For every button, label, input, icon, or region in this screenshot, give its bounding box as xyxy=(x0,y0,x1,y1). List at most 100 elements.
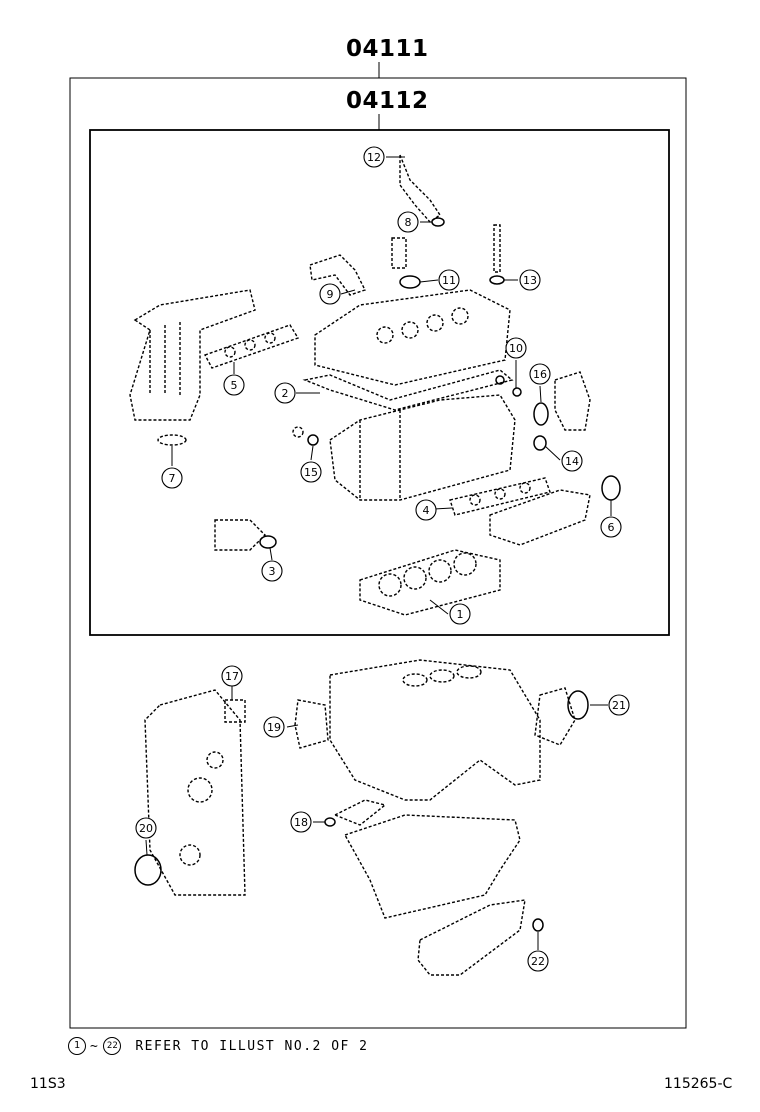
exhaust-ring xyxy=(601,475,621,501)
callout-circle xyxy=(505,337,527,359)
callout-number: 9 xyxy=(327,288,334,301)
oil-strainer xyxy=(333,799,387,826)
callout-18: 18 xyxy=(290,811,312,833)
oil-pan-lower xyxy=(417,899,526,976)
callout-19: 19 xyxy=(263,716,285,738)
callout-circle xyxy=(363,146,385,168)
callout-3: 3 xyxy=(261,560,283,582)
oil-pan-upper xyxy=(343,814,521,919)
outer-kit-frame xyxy=(69,77,687,1029)
callout-number: 5 xyxy=(231,379,238,392)
exhaust-manifold xyxy=(489,489,591,546)
refer-note-line: 1 ~ 22 REFER TO ILLUST NO.2 OF 2 xyxy=(68,1037,369,1055)
callout-5: 5 xyxy=(223,374,245,396)
callout-circle xyxy=(608,694,630,716)
callout-17: 17 xyxy=(221,665,243,687)
intake-gasket xyxy=(203,324,300,369)
callout-number: 18 xyxy=(294,816,308,829)
callout-circle xyxy=(519,269,541,291)
callout-circle xyxy=(527,950,549,972)
inner-kit-code: 04112 xyxy=(346,88,429,114)
callout-11: 11 xyxy=(438,269,460,291)
callout-16: 16 xyxy=(529,363,551,385)
callout-number: 2 xyxy=(282,387,289,400)
callout-circle xyxy=(397,211,419,233)
water-pump-gasket xyxy=(294,699,329,749)
head-bolt xyxy=(493,224,501,273)
rear-oil-seal xyxy=(567,690,589,720)
callout-circle xyxy=(438,269,460,291)
cover-nut-b xyxy=(512,387,522,397)
callout-13: 13 xyxy=(519,269,541,291)
callout-9: 9 xyxy=(319,283,341,305)
callout-number: 21 xyxy=(612,699,626,712)
pcv-gasket xyxy=(431,217,445,227)
callout-2: 2 xyxy=(274,382,296,404)
water-inlet-housing xyxy=(554,371,591,431)
callout-circle xyxy=(263,716,285,738)
callout-1: 1 xyxy=(449,603,471,625)
refer-range-start: 1 xyxy=(68,1037,86,1055)
callout-15: 15 xyxy=(300,461,322,483)
timing-chain-cover xyxy=(144,689,246,896)
callout-circle xyxy=(449,603,471,625)
callout-circle xyxy=(600,516,622,538)
callout-4: 4 xyxy=(415,499,437,521)
callout-number: 3 xyxy=(269,565,276,578)
crankshaft-front-seal xyxy=(134,854,162,886)
cylinder-head xyxy=(329,394,516,501)
callout-circle xyxy=(561,450,583,472)
head-bolt-washer xyxy=(489,275,505,285)
callout-8: 8 xyxy=(397,211,419,233)
o-ring xyxy=(533,435,547,451)
callout-circle xyxy=(161,467,183,489)
cover-nut-a xyxy=(495,375,505,385)
callout-number: 19 xyxy=(267,721,281,734)
refer-range-end: 22 xyxy=(103,1037,122,1055)
callout-circle xyxy=(135,817,157,839)
callout-6: 6 xyxy=(600,516,622,538)
callout-number: 8 xyxy=(405,216,412,229)
drain-plug-gasket xyxy=(532,918,544,932)
refer-range-separator: ~ xyxy=(90,1038,100,1054)
water-outlet-gasket xyxy=(259,535,277,549)
callout-circle xyxy=(223,374,245,396)
callout-number: 20 xyxy=(139,822,153,835)
outer-kit-code: 04111 xyxy=(346,36,429,62)
callout-number: 16 xyxy=(533,368,547,381)
pcv-hose xyxy=(399,154,441,223)
head-cover-gasket xyxy=(302,369,514,411)
plug-seal xyxy=(307,434,319,446)
head-gasket xyxy=(359,549,501,616)
callout-12: 12 xyxy=(363,146,385,168)
callout-number: 15 xyxy=(304,466,318,479)
breather-hose xyxy=(309,254,366,296)
callout-21: 21 xyxy=(608,694,630,716)
callout-number: 4 xyxy=(423,504,430,517)
water-outlet xyxy=(214,519,266,551)
inner-kit-frame xyxy=(89,129,670,636)
callout-14: 14 xyxy=(561,450,583,472)
callout-number: 17 xyxy=(225,670,239,683)
callout-circle xyxy=(300,461,322,483)
exhaust-gasket xyxy=(449,477,551,516)
callout-10: 10 xyxy=(505,337,527,359)
spark-plug-tube xyxy=(292,426,304,438)
callout-20: 20 xyxy=(135,817,157,839)
callout-number: 14 xyxy=(565,455,579,468)
cylinder-head-cover xyxy=(314,289,511,386)
oil-filler-seal xyxy=(399,275,421,289)
intake-manifold xyxy=(129,289,256,421)
callout-circle xyxy=(290,811,312,833)
callout-22: 22 xyxy=(527,950,549,972)
callout-7: 7 xyxy=(161,467,183,489)
callout-number: 22 xyxy=(531,955,545,968)
callout-number: 11 xyxy=(442,274,456,287)
rear-seal-retainer xyxy=(534,687,576,746)
callout-circle xyxy=(274,382,296,404)
throttle-body-gasket xyxy=(157,434,187,446)
callout-leaders xyxy=(145,156,612,950)
pcv-valve xyxy=(391,237,407,269)
